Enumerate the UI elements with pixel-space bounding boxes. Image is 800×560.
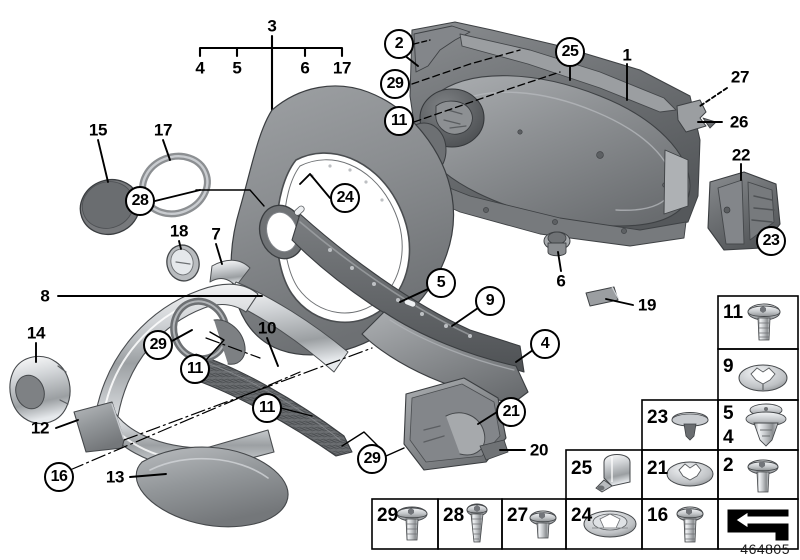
callout-circle-29[interactable]: 29: [357, 444, 387, 474]
callout-label-22[interactable]: 22: [731, 145, 751, 165]
callout-label-18[interactable]: 18: [169, 221, 189, 241]
callout-circle-11[interactable]: 11: [252, 393, 282, 423]
leader-lines: [35, 54, 742, 478]
icon-torx-pan-head-screw-2: [747, 459, 779, 493]
callout-circle-4[interactable]: 4: [530, 329, 560, 359]
callout-circle-29[interactable]: 29: [380, 69, 410, 99]
icon-round-plug-cap-23: [671, 412, 709, 441]
part-corner-cap-14: [9, 355, 71, 424]
callout-label-12[interactable]: 12: [30, 418, 50, 438]
svg-text:5: 5: [723, 403, 734, 424]
svg-text:25: 25: [571, 458, 593, 479]
callout-label-1[interactable]: 1: [622, 45, 632, 65]
diagram-id: 464805: [740, 541, 790, 557]
callout-label-17[interactable]: 17: [332, 58, 352, 78]
svg-text:23: 23: [647, 407, 668, 428]
callout-circle-16[interactable]: 16: [44, 462, 74, 492]
icon-star-washer-clip-9: [738, 364, 788, 392]
part-waist-trim-strip: [291, 205, 525, 373]
callout-leader-2-29-11: [411, 39, 561, 123]
callout-circle-9[interactable]: 9: [475, 286, 505, 316]
callout-label-6[interactable]: 6: [556, 271, 566, 291]
callout-label-27[interactable]: 27: [730, 67, 750, 87]
callout-circle-21[interactable]: 21: [496, 397, 526, 427]
callout-circle-29[interactable]: 29: [143, 330, 173, 360]
icon-torx-pan-head-screw-11: [747, 303, 781, 341]
table-cell-numbers: 11 9 5 4 2 23 21 16 25 24 29 28 27: [377, 302, 744, 526]
callout-circle-23[interactable]: 23: [756, 226, 786, 256]
part-wedge-trim-12: [73, 401, 125, 453]
part-handle-module-20: [403, 377, 509, 471]
callout-circle-2[interactable]: 2: [384, 29, 414, 59]
callout-label-14[interactable]: 14: [26, 323, 46, 343]
part-actuator-18: [166, 244, 200, 282]
callout-label-10[interactable]: 10: [257, 318, 277, 338]
part-cover-cap-15: [79, 178, 141, 236]
bracket-lines: [198, 34, 344, 112]
callout-label-4[interactable]: 4: [195, 58, 205, 78]
icon-torx-flange-head-screw-29: [396, 506, 428, 541]
callout-label-15[interactable]: 15: [88, 120, 108, 140]
icon-clamp-bracket-25: [595, 454, 631, 493]
svg-text:16: 16: [647, 505, 668, 526]
callout-circle-28[interactable]: 28: [125, 186, 155, 216]
icon-star-washer-clip-21: [666, 461, 714, 487]
callout-circle-24[interactable]: 24: [330, 183, 360, 213]
svg-text:24: 24: [571, 505, 593, 526]
callout-label-17[interactable]: 17: [153, 120, 173, 140]
svg-text:27: 27: [507, 505, 528, 526]
table-grid: [371, 295, 799, 550]
icon-torx-self-tapping-screw-28: [466, 503, 488, 543]
callout-label-6[interactable]: 6: [300, 58, 310, 78]
callout-circle-5[interactable]: 5: [426, 268, 456, 298]
svg-text:11: 11: [723, 302, 744, 323]
callout-label-19[interactable]: 19: [637, 295, 657, 315]
callout-label-8[interactable]: 8: [40, 286, 50, 306]
svg-text:9: 9: [723, 356, 734, 377]
callout-label-13[interactable]: 13: [105, 467, 125, 487]
icon-conical-washer-grommet-24: [583, 510, 637, 538]
icon-torx-short-screw-27: [529, 510, 557, 539]
callout-label-20[interactable]: 20: [529, 440, 549, 460]
callout-label-5[interactable]: 5: [232, 58, 242, 78]
assembly-axis-lines: [69, 337, 373, 471]
part-trim-bar-7: [209, 259, 349, 373]
callout-circle-11[interactable]: 11: [180, 354, 210, 384]
icon-expanding-rivet-5-4: [745, 403, 787, 447]
part-lower-armrest-4: [361, 311, 529, 405]
callout-label-7[interactable]: 7: [211, 224, 221, 244]
svg-text:29: 29: [377, 505, 398, 526]
svg-text:21: 21: [647, 458, 669, 479]
icon-torx-pan-head-screw-16: [676, 506, 704, 543]
svg-text:2: 2: [723, 455, 734, 476]
callout-label-26[interactable]: 26: [729, 112, 749, 132]
icon-direction-arrow: [727, 509, 789, 541]
part-small-clip-19: [585, 286, 619, 307]
svg-text:4: 4: [723, 427, 734, 448]
svg-text:28: 28: [443, 505, 464, 526]
callout-circle-11[interactable]: 11: [384, 106, 414, 136]
callout-label-3[interactable]: 3: [267, 16, 277, 36]
part-armrest-blade-13: [135, 446, 289, 528]
callout-circle-25[interactable]: 25: [555, 37, 585, 67]
